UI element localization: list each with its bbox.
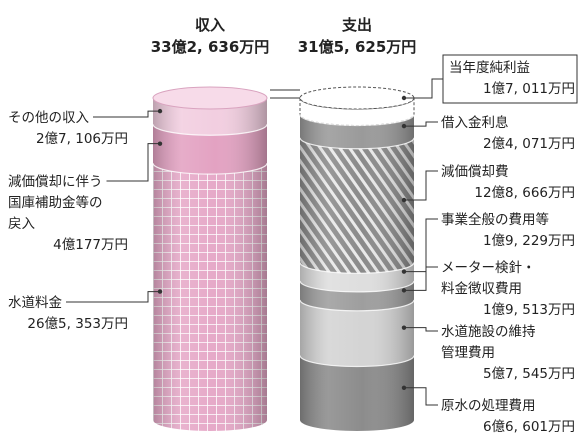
income-label-1-line-2: 戻入	[8, 216, 35, 232]
cyl-1-top-cap	[299, 86, 415, 110]
expense-leader-dot-2	[401, 197, 407, 203]
expense-leader-dot-6	[401, 385, 407, 390]
income-label-1-value: 4億177万円	[53, 237, 128, 253]
income-label-0-line-0: その他の収入	[8, 110, 89, 126]
cyl-1-segment-5-shade	[300, 114, 414, 149]
expense-leader-3	[404, 218, 438, 273]
income-leader-dot-0	[157, 108, 163, 114]
cyl-0-boundary-2	[152, 124, 268, 136]
cyl-1-boundary-5	[299, 137, 415, 150]
cyl-1-segment-3-shade	[300, 262, 414, 292]
cyl-0-segment-0-shade	[153, 163, 267, 431]
expense-leader-2	[404, 170, 438, 201]
cyl-1-segment-2-shade	[300, 280, 414, 311]
expense-leader-dot-4	[401, 288, 407, 293]
income-total: 33億2, 636万円	[151, 38, 270, 56]
cyl-0-boundary-1	[152, 162, 268, 175]
cyl-1-boundary-4	[299, 262, 415, 274]
cyl-1-boundary-1	[299, 355, 415, 368]
expense-label-4-value: 1億9, 513万円	[483, 302, 575, 318]
expense-label-6-line-0: 原水の処理費用	[441, 398, 536, 414]
expense-leader-4	[404, 266, 438, 291]
expense-label-5-line-1: 管理費用	[441, 345, 495, 361]
income-leader-dot-2	[157, 289, 163, 294]
expense-leader-6	[404, 387, 438, 406]
expense-label-4-line-0: メーター検針・	[441, 260, 536, 276]
expense-label-5-value: 5億7, 545万円	[483, 366, 575, 382]
income-label-2-value: 26億5, 353万円	[27, 316, 128, 332]
income-label-2-line-0: 水道料金	[8, 295, 62, 311]
cyl-0-segment-1-shade	[153, 124, 267, 175]
income-label-1-line-0: 減価償却に伴う	[8, 173, 103, 190]
income-header: 収入	[195, 16, 225, 34]
expense-label-3-line-0: 事業全般の費用等	[441, 211, 549, 228]
cyl-1-boundary-2	[299, 299, 415, 312]
expense-label-1-line-0: 借入金利息	[441, 114, 509, 131]
income-label-1-line-1: 国庫補助金等の	[8, 194, 103, 211]
expense-leader-dot-1	[401, 123, 407, 129]
expense-total: 31億5, 625万円	[298, 38, 417, 56]
cyl-1-boundary-3	[299, 280, 415, 293]
income-leader-dot-1	[157, 141, 163, 146]
income-leader-2	[66, 291, 160, 303]
cyl-0-top-cap	[152, 86, 268, 110]
expense-label-6-value: 6億6, 601万円	[483, 419, 575, 435]
expense-leader-dot-0	[401, 95, 407, 101]
expense-leader-1	[404, 121, 438, 127]
cyl-0-segment-2-shade	[153, 98, 267, 136]
expense-label-0-line-0: 当年度純利益	[449, 60, 530, 76]
expense-label-5-line-0: 水道施設の維持	[441, 324, 536, 340]
income-leader-0	[93, 110, 160, 118]
expense-label-0-value: 1億7, 011万円	[483, 81, 575, 97]
expense-label-1-value: 2億4, 071万円	[483, 136, 575, 152]
cyl-1-segment-1-shade	[300, 299, 414, 367]
income-leader-1	[106, 143, 160, 182]
cyl-1-segment-0-shade	[300, 355, 414, 431]
expense-label-4-line-1: 料金徴収費用	[441, 281, 522, 297]
expense-leader-dot-5	[401, 325, 407, 330]
expense-label-2-line-0: 減価償却費	[441, 163, 509, 180]
expense-header: 支出	[341, 16, 372, 34]
expense-leader-dot-3	[401, 269, 407, 274]
expense-label-2-value: 12億8, 666万円	[474, 185, 575, 201]
expense-leader-5	[404, 327, 438, 332]
income-label-0-value: 2億7, 106万円	[36, 131, 128, 147]
expense-label-3-value: 1億9, 229万円	[483, 233, 575, 249]
cyl-1-boundary-6	[299, 114, 415, 127]
cyl-1-segment-4-shade	[300, 137, 414, 274]
expense-leader-0	[404, 78, 443, 99]
